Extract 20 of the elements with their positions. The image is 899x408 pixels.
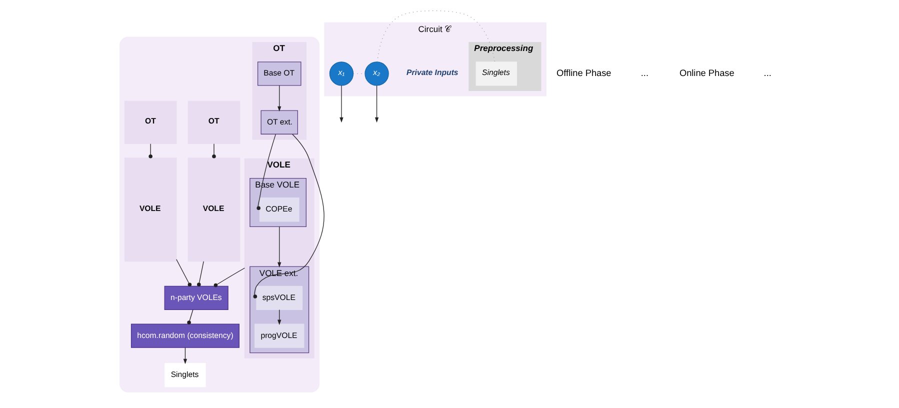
label: Offline Phase bbox=[556, 68, 611, 78]
label: Online Phase bbox=[678, 68, 734, 78]
arrow bbox=[339, 85, 343, 123]
arrow bbox=[277, 85, 281, 112]
connector bbox=[213, 268, 245, 288]
connector bbox=[252, 134, 324, 298]
connector bbox=[212, 144, 216, 158]
cluster bbox=[119, 36, 320, 392]
connector bbox=[148, 144, 152, 158]
arrow bbox=[277, 226, 281, 268]
connector bbox=[196, 261, 204, 286]
label: ... bbox=[763, 68, 771, 78]
connector bbox=[176, 259, 192, 287]
connector bbox=[256, 134, 276, 210]
arrow bbox=[182, 347, 187, 364]
arrow bbox=[277, 309, 281, 326]
arrow bbox=[374, 85, 378, 123]
connector bbox=[376, 10, 495, 62]
label: ... bbox=[640, 68, 648, 78]
connector bbox=[186, 309, 193, 324]
